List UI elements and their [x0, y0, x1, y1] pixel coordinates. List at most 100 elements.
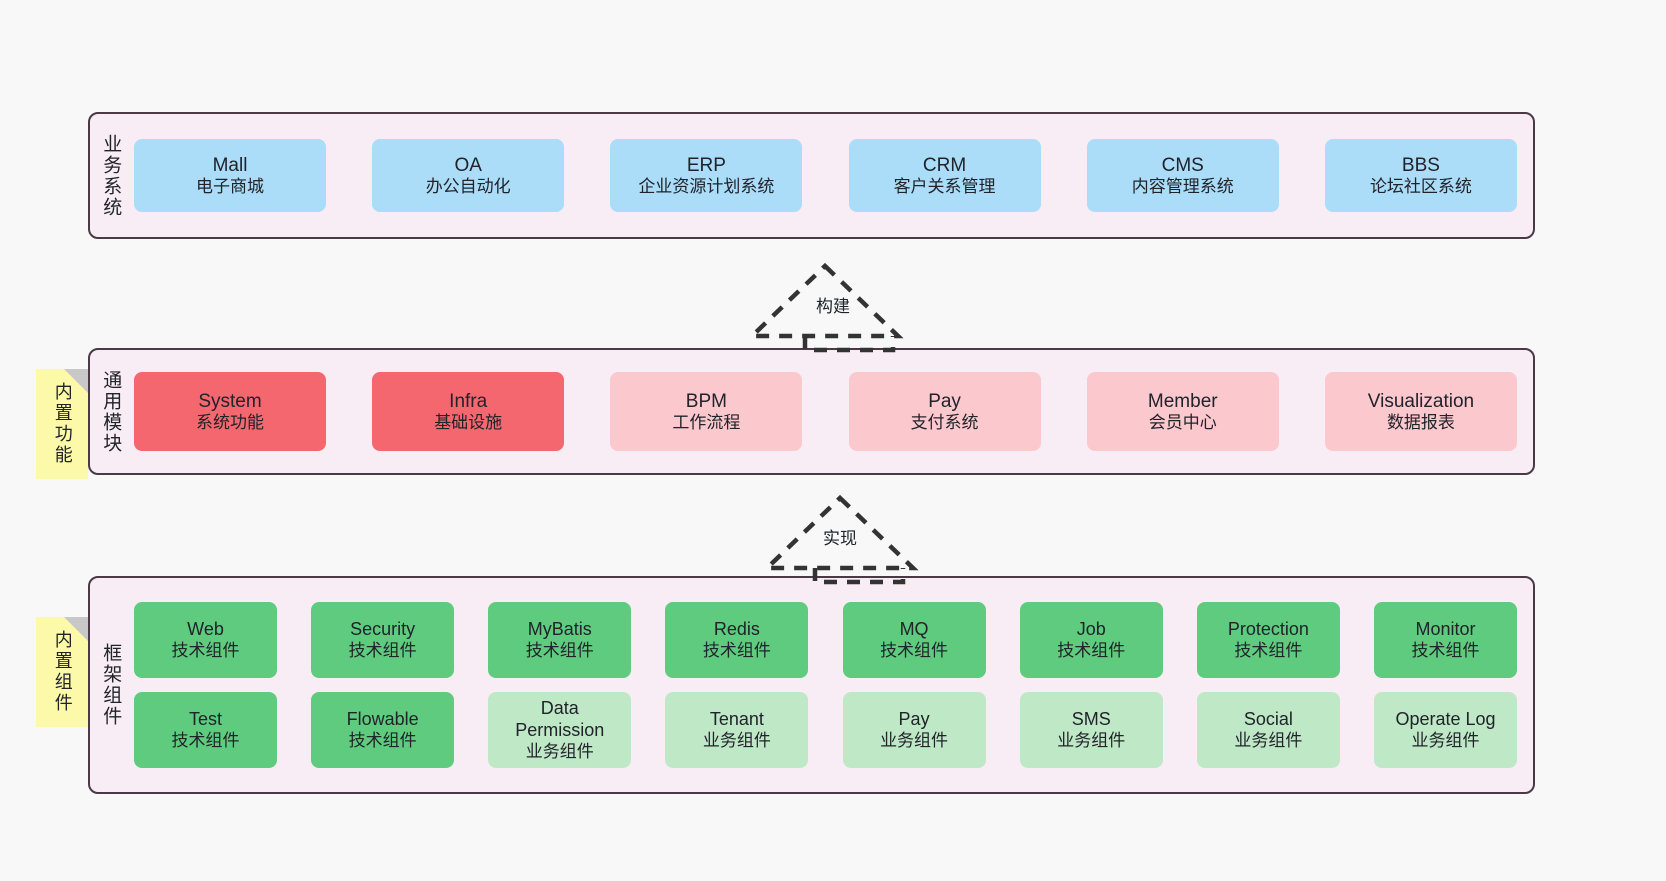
- card-title: Job: [1076, 618, 1106, 639]
- card-monitor[interactable]: Monitor 技术组件: [1373, 602, 1517, 678]
- card-subtitle: 技术组件: [171, 640, 240, 660]
- card-title: Web: [187, 618, 224, 639]
- card-title: Member: [1147, 390, 1218, 412]
- layer-body-business: Mall 电子商城 OA 办公自动化 ERP 企业资源计划系统 CRM 客户关系…: [130, 114, 1533, 237]
- card-subtitle: 技术组件: [880, 640, 949, 660]
- card-subtitle: 支付系统: [910, 412, 979, 432]
- layer-business-systems[interactable]: 业务系统 Mall 电子商城 OA 办公自动化 ERP 企业资源计划系统 CRM…: [88, 112, 1535, 239]
- card-title: BPM: [685, 390, 727, 412]
- card-job[interactable]: Job 技术组件: [1019, 602, 1163, 678]
- card-title: CRM: [922, 154, 967, 176]
- card-system[interactable]: System 系统功能: [134, 372, 326, 451]
- card-subtitle: 企业资源计划系统: [638, 176, 775, 196]
- card-subtitle: 系统功能: [196, 412, 264, 432]
- card-title: ERP: [686, 154, 726, 176]
- card-title: MyBatis: [527, 618, 592, 639]
- card-test[interactable]: Test 技术组件: [134, 692, 277, 768]
- card-title: MQ: [899, 618, 929, 639]
- card-tenant[interactable]: Tenant 业务组件: [665, 692, 809, 768]
- card-mq[interactable]: MQ 技术组件: [842, 602, 986, 678]
- card-title: Pay: [898, 708, 930, 729]
- card-web[interactable]: Web 技术组件: [134, 602, 277, 678]
- layer-common-modules[interactable]: 通用模块 System 系统功能 Infra 基础设施 BPM 工作流程 Pay…: [88, 348, 1535, 475]
- card-subtitle: 技术组件: [348, 640, 417, 660]
- card-title: Social: [1243, 708, 1293, 729]
- card-mybatis[interactable]: MyBatis 技术组件: [488, 602, 632, 678]
- card-protection[interactable]: Protection 技术组件: [1196, 602, 1340, 678]
- card-subtitle: 业务组件: [702, 730, 771, 750]
- card-title: Test: [188, 708, 222, 729]
- card-subtitle: 技术组件: [348, 730, 417, 750]
- card-oa[interactable]: OA 办公自动化: [372, 139, 565, 212]
- card-title: Redis: [713, 618, 760, 639]
- card-operate-log[interactable]: Operate Log 业务组件: [1373, 692, 1517, 768]
- card-title: Pay: [928, 390, 961, 412]
- note-builtin-component: 内置组件: [36, 617, 88, 727]
- card-subtitle: 会员中心: [1148, 412, 1217, 432]
- card-data-permission[interactable]: Data Permission 业务组件: [488, 692, 632, 768]
- card-subtitle: 技术组件: [525, 640, 594, 660]
- card-subtitle: 工作流程: [672, 412, 741, 432]
- card-sms[interactable]: SMS 业务组件: [1019, 692, 1163, 768]
- card-pay-module[interactable]: Pay 支付系统: [848, 372, 1041, 451]
- card-subtitle: 业务组件: [1234, 730, 1303, 750]
- connector-build-label: 构建: [816, 297, 850, 316]
- card-subtitle: 办公自动化: [425, 176, 511, 196]
- layer-framework-components[interactable]: 框架组件 Web 技术组件 Security 技术组件 MyBatis 技术组件…: [88, 576, 1535, 794]
- card-subtitle: 业务组件: [525, 741, 594, 761]
- card-title: OA: [454, 154, 482, 176]
- layer-title-framework: 框架组件: [100, 643, 122, 727]
- connector-implement-arrow: [765, 494, 919, 585]
- card-subtitle: 客户关系管理: [893, 176, 996, 196]
- note-label: 内置功能: [52, 382, 73, 466]
- card-cms[interactable]: CMS 内容管理系统: [1086, 139, 1279, 212]
- card-title: Operate Log: [1395, 708, 1496, 729]
- card-security[interactable]: Security 技术组件: [311, 602, 455, 678]
- card-title: Infra: [449, 390, 488, 412]
- card-title: CMS: [1161, 154, 1204, 176]
- card-mall[interactable]: Mall 电子商城: [134, 139, 326, 212]
- card-bpm[interactable]: BPM 工作流程: [610, 372, 803, 451]
- card-title: Data Permission: [515, 697, 605, 740]
- layer-body-framework: Web 技术组件 Security 技术组件 MyBatis 技术组件 Redi…: [130, 578, 1533, 792]
- card-member[interactable]: Member 会员中心: [1086, 372, 1279, 451]
- card-title: Security: [350, 618, 416, 639]
- card-title: BBS: [1401, 154, 1440, 176]
- card-subtitle: 电子商城: [196, 176, 264, 196]
- card-infra[interactable]: Infra 基础设施: [372, 372, 565, 451]
- layer-title-common: 通用模块: [100, 369, 122, 454]
- card-social[interactable]: Social 业务组件: [1196, 692, 1340, 768]
- note-fold-corner-icon: [64, 617, 88, 641]
- card-pay-component[interactable]: Pay 业务组件: [842, 692, 986, 768]
- card-crm[interactable]: CRM 客户关系管理: [848, 139, 1041, 212]
- card-subtitle: 技术组件: [171, 730, 240, 750]
- card-erp[interactable]: ERP 企业资源计划系统: [610, 139, 803, 212]
- card-subtitle: 基础设施: [434, 412, 503, 432]
- layer-row: System 系统功能 Infra 基础设施 BPM 工作流程 Pay 支付系统…: [134, 372, 1517, 451]
- card-subtitle: 技术组件: [1234, 640, 1303, 660]
- note-label: 内置组件: [52, 630, 73, 714]
- card-redis[interactable]: Redis 技术组件: [665, 602, 809, 678]
- layer-row: Mall 电子商城 OA 办公自动化 ERP 企业资源计划系统 CRM 客户关系…: [134, 139, 1517, 212]
- note-fold-corner-icon: [64, 369, 88, 393]
- connector-build-arrow: [750, 262, 904, 353]
- layer-row-biz: Test 技术组件 Flowable 技术组件 Data Permission …: [134, 692, 1517, 768]
- card-title: Mall: [212, 154, 248, 176]
- card-subtitle: 技术组件: [1057, 640, 1126, 660]
- card-visualization[interactable]: Visualization 数据报表: [1324, 372, 1517, 451]
- card-title: Visualization: [1367, 390, 1475, 412]
- card-bbs[interactable]: BBS 论坛社区系统: [1324, 139, 1517, 212]
- card-flowable[interactable]: Flowable 技术组件: [311, 692, 455, 768]
- card-title: SMS: [1071, 708, 1111, 729]
- card-title: Protection: [1227, 618, 1309, 639]
- card-title: System: [198, 390, 262, 412]
- card-title: Tenant: [709, 708, 764, 729]
- card-subtitle: 业务组件: [880, 730, 949, 750]
- card-subtitle: 论坛社区系统: [1369, 176, 1472, 196]
- card-title: Flowable: [346, 708, 419, 729]
- card-subtitle: 数据报表: [1386, 412, 1455, 432]
- card-subtitle: 业务组件: [1057, 730, 1126, 750]
- connector-implement-label: 实现: [823, 529, 857, 548]
- note-builtin-function: 内置功能: [36, 369, 88, 479]
